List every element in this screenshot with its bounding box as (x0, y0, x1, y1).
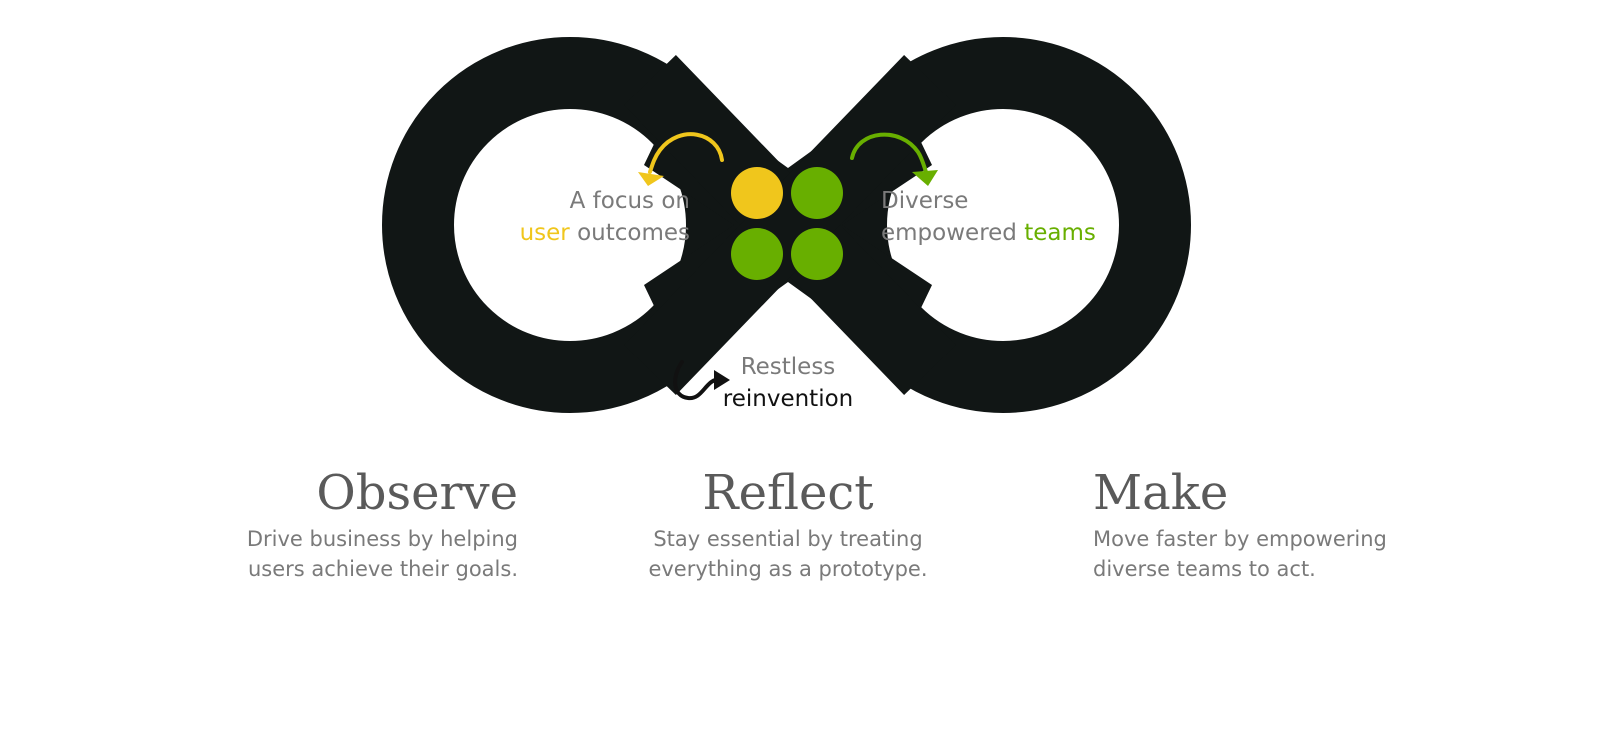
yellow-arrowhead-icon (638, 172, 664, 186)
infinity-loop-right (815, 37, 1191, 413)
dot-green-bottom-left (731, 228, 783, 280)
label-user-outcomes: A focus on user outcomes (490, 185, 690, 249)
infinity-crossing-band-b (624, 54, 956, 396)
label-restless-reinvention: Restless reinvention (688, 351, 888, 415)
green-arrow-icon (850, 132, 928, 174)
column-desc-line2: diverse teams to act. (1093, 557, 1316, 581)
label-teams-line2: empowered teams (881, 217, 1141, 249)
label-user-line2: user outcomes (490, 217, 690, 249)
yellow-arrow-icon (648, 132, 724, 174)
label-teams-highlight: teams (1024, 220, 1096, 246)
label-empowered-teams: Diverse empowered teams (881, 185, 1141, 249)
column-title: Make (1093, 465, 1229, 521)
column-observe: Observe Drive business by helping users … (178, 462, 518, 584)
dot-green-bottom-right (791, 228, 843, 280)
column-title: Observe (316, 465, 518, 521)
column-reflect: Reflect Stay essential by treating every… (588, 462, 988, 584)
column-desc-line2: everything as a prototype. (648, 557, 928, 581)
label-user-rest: outcomes (569, 220, 690, 246)
reinvention-arrowhead-icon (714, 370, 730, 390)
reinvention-arrow-icon (673, 360, 724, 401)
column-make: Make Move faster by empowering diverse t… (1093, 462, 1473, 584)
label-user-line1: A focus on (569, 188, 690, 214)
label-reinvention-line1: Restless (740, 354, 836, 380)
label-reinvention-line2: reinvention (722, 386, 854, 412)
column-desc-line2: users achieve their goals. (247, 557, 518, 581)
column-desc-line1: Stay essential by treating (653, 527, 923, 551)
dot-green-top-right (791, 167, 843, 219)
label-teams-rest: empowered (881, 220, 1025, 246)
column-desc-line1: Drive business by helping (246, 527, 518, 551)
green-arrowhead-icon (912, 170, 938, 186)
column-desc-line1: Move faster by empowering (1093, 527, 1387, 551)
label-user-highlight: user (519, 220, 570, 246)
label-teams-line1: Diverse (881, 188, 969, 214)
column-title: Reflect (702, 465, 874, 521)
dot-yellow (731, 167, 783, 219)
infinity-loop-left (382, 37, 758, 413)
